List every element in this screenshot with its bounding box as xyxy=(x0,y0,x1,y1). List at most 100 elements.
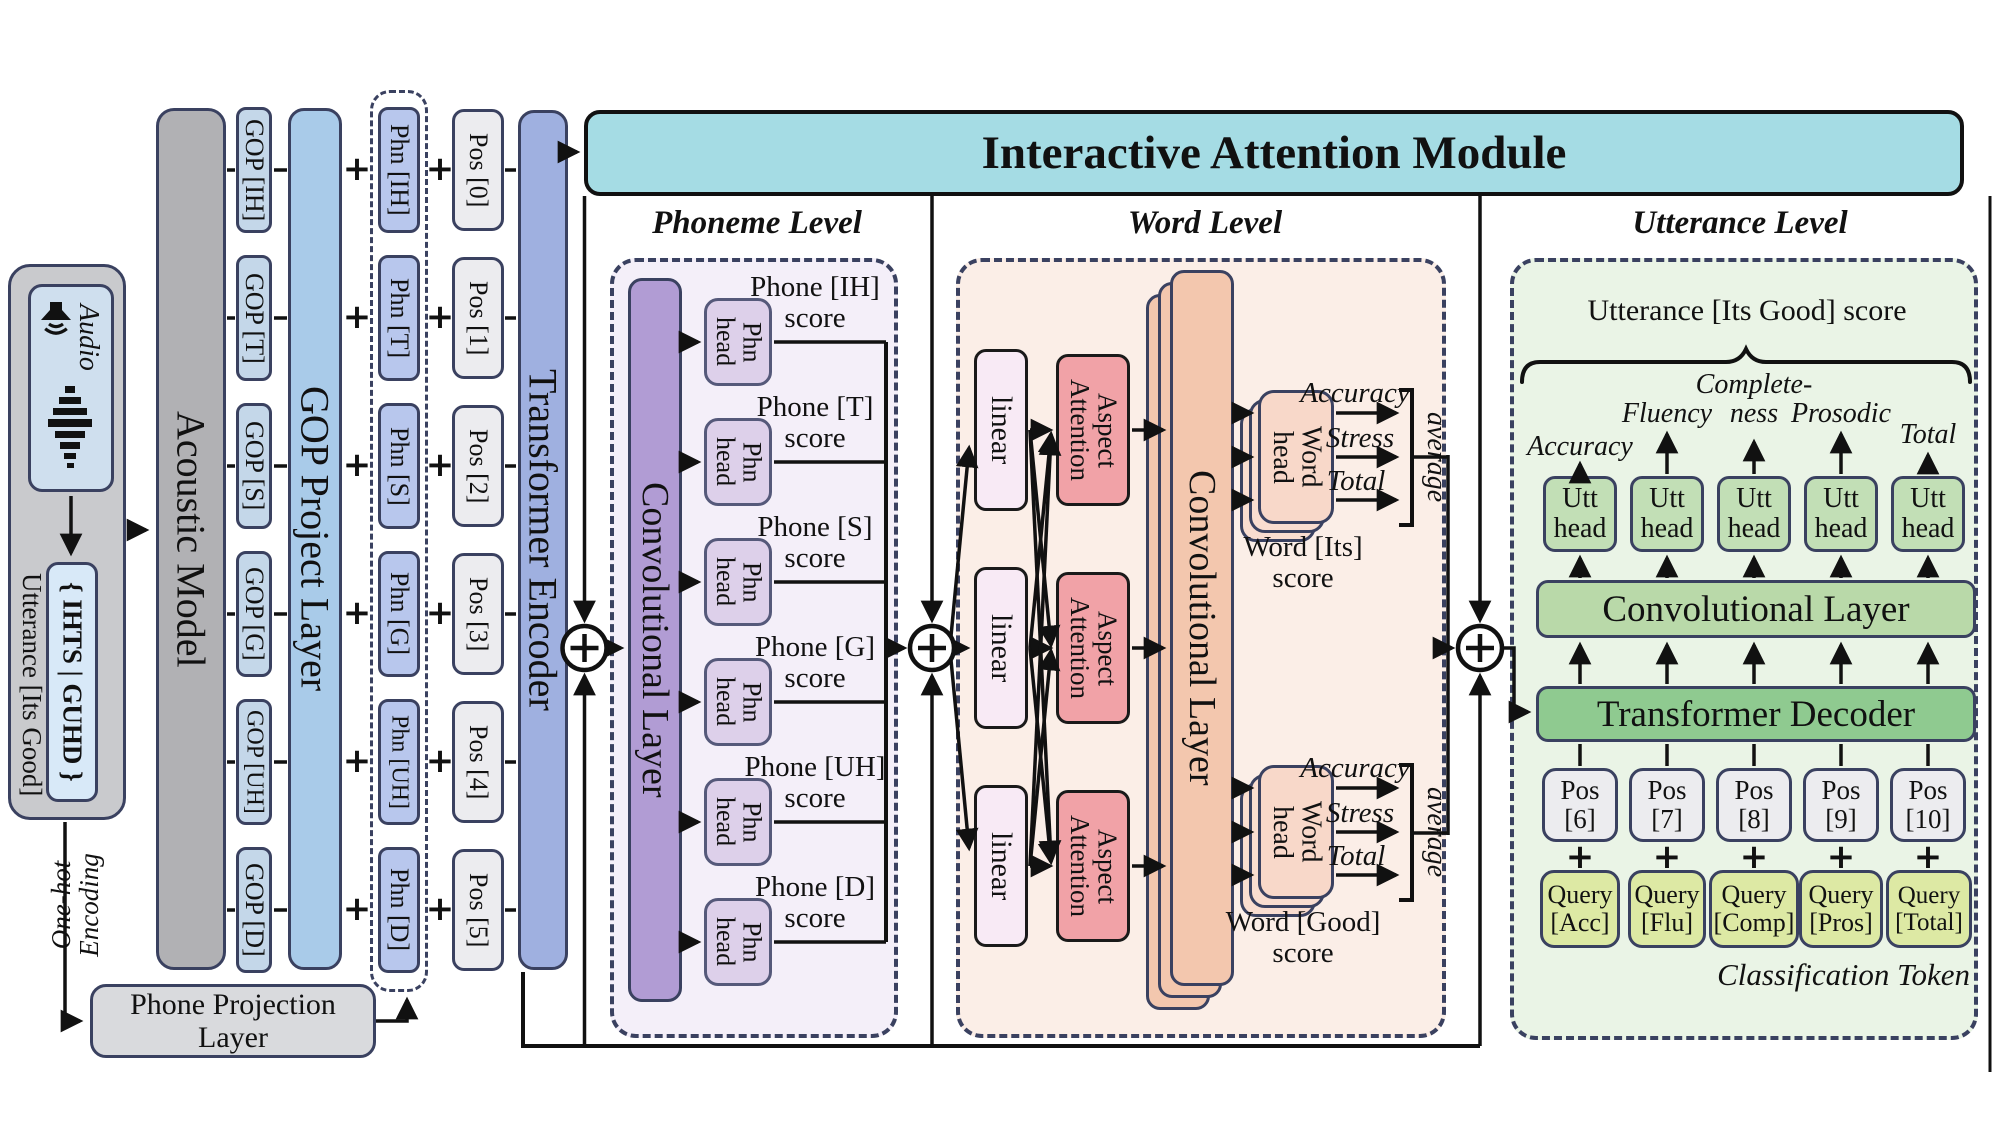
phone-score-1: Phone [T]score xyxy=(756,391,874,455)
acoustic-model-bar: Acoustic Model xyxy=(156,108,226,970)
gop-box-3: GOP [G] xyxy=(236,551,272,677)
phone-projection-layer: Phone Projection Layer xyxy=(90,984,376,1058)
pos-box-10: Pos[10] xyxy=(1890,768,1966,842)
phoneme-conv-layer-bar: Convolutional Layer xyxy=(628,278,682,1002)
waveform-icon xyxy=(48,386,92,468)
plus-sign: + xyxy=(1913,837,1943,877)
sum-node-phoneme xyxy=(560,623,609,673)
linear-box-1: linear xyxy=(974,567,1028,729)
interactive-attention-module: Interactive Attention Module xyxy=(584,110,1964,196)
plus-sign: + xyxy=(342,445,372,485)
phone-score-5: Phone [D]score xyxy=(754,871,875,935)
phn-box-0: Phn [IH] xyxy=(378,107,420,233)
gop-box-1: GOP [T] xyxy=(236,255,272,381)
speaker-icon xyxy=(41,302,71,335)
pos-box-9: Pos[9] xyxy=(1803,768,1879,842)
phn-box-3: Phn [G] xyxy=(378,551,420,677)
phn-embedding-container xyxy=(370,90,428,992)
plus-sign: + xyxy=(1652,837,1682,877)
word-total-label-2: Total xyxy=(1326,840,1386,872)
audio-label: Audio xyxy=(73,303,104,371)
word-conv-layer-bar: Convolutional Layer xyxy=(1170,270,1234,986)
gop-project-layer-bar: GOP Project Layer xyxy=(288,108,342,970)
plus-sign: + xyxy=(425,889,455,929)
phone-score-2: Phone [S]score xyxy=(757,511,873,575)
plus-sign: + xyxy=(342,297,372,337)
phn-box-1: Phn [T] xyxy=(378,255,420,381)
sum-node-utterance xyxy=(1455,623,1505,673)
word-total-label: Total xyxy=(1326,465,1386,497)
transformer-encoder-bar: Transformer Encoder xyxy=(518,110,568,970)
word-its-score: Word [Its]score xyxy=(1243,531,1363,595)
pos-box-8: Pos[8] xyxy=(1716,768,1792,842)
plus-sign: + xyxy=(342,149,372,189)
pos-box-3: Pos [3] xyxy=(452,553,504,675)
phone-score-3: Phone [G]score xyxy=(754,631,875,695)
gop-box-0: GOP [IH] xyxy=(236,107,272,233)
utterance-score-title: Utterance [Its Good] score xyxy=(1587,294,1907,327)
gop-box-2: GOP [S] xyxy=(236,403,272,529)
plus-sign: + xyxy=(425,149,455,189)
utterance-caption: Utterance [Its Good] xyxy=(17,573,47,797)
query-box-comp: Query[Comp] xyxy=(1709,870,1799,948)
classification-token-label: Classification Token xyxy=(1717,957,1970,992)
utt-aspect-total: Total xyxy=(1899,419,1957,450)
token-text: { IHTS | GUHD } xyxy=(57,582,88,782)
plus-sign: + xyxy=(425,445,455,485)
phn-box-2: Phn [S] xyxy=(378,403,420,529)
transformer-decoder-bar: Transformer Decoder xyxy=(1536,686,1976,742)
pos-box-5: Pos [5] xyxy=(452,849,504,971)
phn-box-5: Phn [D] xyxy=(378,847,420,973)
section-label-word: Word Level xyxy=(1127,205,1283,241)
query-box-pros: Query[Pros] xyxy=(1799,870,1883,948)
gop-box-5: GOP [D] xyxy=(236,847,272,973)
linear-box-0: linear xyxy=(974,349,1028,511)
pos-box-7: Pos[7] xyxy=(1629,768,1705,842)
plus-sign: + xyxy=(1826,837,1856,877)
plus-sign: + xyxy=(425,297,455,337)
word-good-score: Word [Good]score xyxy=(1225,906,1381,970)
plus-sign: + xyxy=(1565,837,1595,877)
phone-score-0: Phone [IH]score xyxy=(750,271,880,335)
utt-aspect-accuracy: Accuracy xyxy=(1527,431,1633,462)
utt-aspect-fluency: Fluency xyxy=(1621,398,1713,429)
plus-sign: + xyxy=(1739,837,1769,877)
utterance-conv-layer-bar: Convolutional Layer xyxy=(1536,580,1976,638)
pos-box-2: Pos [2] xyxy=(452,405,504,527)
query-box-total: Query[Total] xyxy=(1886,870,1972,948)
plus-sign: + xyxy=(342,593,372,633)
query-box-flu: Query[Flu] xyxy=(1628,870,1706,948)
pos-box-1: Pos [1] xyxy=(452,257,504,379)
gop-box-4: GOP [UH] xyxy=(236,699,272,825)
linear-box-2: linear xyxy=(974,785,1028,947)
utt-aspect-completeness: Complete-ness xyxy=(1695,369,1813,429)
section-label-phoneme: Phoneme Level xyxy=(652,205,862,241)
plus-sign: + xyxy=(425,741,455,781)
pos-box-6: Pos[6] xyxy=(1542,768,1618,842)
utt-aspect-prosodic: Prosodic xyxy=(1790,398,1892,429)
plus-sign: + xyxy=(342,889,372,929)
plus-sign: + xyxy=(342,741,372,781)
token-box: { IHTS | GUHD } xyxy=(46,562,98,802)
plus-sign: + xyxy=(425,593,455,633)
query-box-acc: Query[Acc] xyxy=(1540,870,1620,948)
phn-box-4: Phn [UH] xyxy=(378,699,420,825)
sum-node-word xyxy=(907,623,957,673)
